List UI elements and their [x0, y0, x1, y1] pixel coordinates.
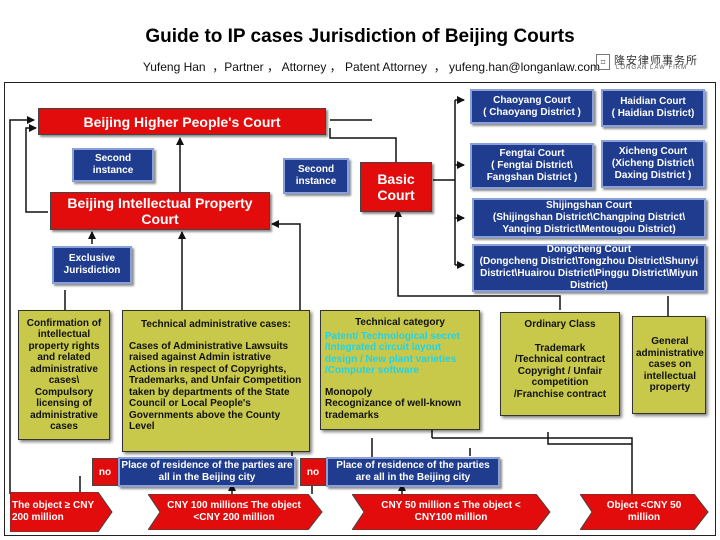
- threshold-arrow-shape-1: [10, 492, 113, 532]
- technical-administrative-body: Cases of Administrative Lawsuits raised …: [129, 340, 302, 433]
- technical-administrative-box: Technical administrative cases: Cases of…: [122, 310, 310, 452]
- author-line: Yufeng Han ，Partner ， Attorney ， Patent …: [142, 60, 600, 74]
- exclusive-jurisdiction-label: Exclusive Jurisdiction: [52, 246, 132, 284]
- fengtai-court: Fengtai Court ( Fengtai District\ Fangsh…: [470, 143, 594, 189]
- residence-condition-left: Place of residence of the parties are al…: [118, 457, 296, 487]
- beijing-higher-peoples-court: Beijing Higher People's Court: [38, 108, 326, 135]
- logo-english-name: LONGAN LAW FIRM: [616, 65, 688, 71]
- technical-administrative-title: Technical administrative cases:: [141, 319, 291, 330]
- haidian-court: Haidian Court ( Haidian District): [601, 89, 705, 127]
- general-administrative-box: General administrative cases on intellec…: [632, 316, 706, 414]
- page-title: Guide to IP cases Jurisdiction of Beijin…: [145, 26, 575, 47]
- threshold-50m-100m: CNY 50 million ≤ The object < CNY100 mil…: [381, 500, 521, 523]
- threshold-arrow-shape-4: [580, 494, 709, 530]
- threshold-under-50m: Object <CNY 50 million: [606, 500, 682, 523]
- basic-court: Basic Court: [360, 162, 432, 212]
- ordinary-class-box: Ordinary Class Trademark /Technical cont…: [500, 312, 620, 416]
- threshold-100m-200m: CNY 100 million≤ The object <CNY 200 mil…: [167, 500, 301, 523]
- shijingshan-court: Shijingshan Court (Shijingshan District\…: [472, 198, 706, 238]
- chaoyang-court: Chaoyang Court ( Chaoyang District ): [470, 89, 594, 124]
- technical-category-title: Technical category: [355, 317, 445, 328]
- confirmation-ip-rights-text: Confirmation of intellectual property ri…: [26, 317, 102, 433]
- technical-category-extra: Monopoly Recognizance of well-known trad…: [325, 386, 462, 421]
- confirmation-ip-rights-box: Confirmation of intellectual property ri…: [18, 310, 110, 440]
- diagram-frame: [4, 82, 716, 536]
- logo-mark-icon: ⌗: [596, 54, 610, 70]
- firm-logo: ⌗ 隆安律师事务所 LONGAN LAW FIRM: [596, 52, 706, 74]
- general-administrative-text: General administrative cases on intellec…: [636, 336, 704, 394]
- beijing-ip-court: Beijing Intellectual Property Court: [50, 192, 270, 230]
- residence-condition-right: Place of residence of the parties are al…: [326, 457, 500, 487]
- technical-category-box: Technical category Patent/ Technological…: [320, 310, 480, 430]
- dongcheng-court: Dongcheng Court (Dongcheng District\Tong…: [472, 244, 706, 292]
- technical-category-items: Patent/ Technological secret /Integrated…: [325, 330, 460, 377]
- ordinary-class-title: Ordinary Class: [524, 319, 596, 330]
- second-instance-label-left: Second instance: [72, 148, 154, 182]
- second-instance-label-right: Second instance: [283, 158, 349, 194]
- no-badge-left: no: [92, 458, 118, 486]
- threshold-arrow-shape-3: [352, 494, 551, 530]
- logo-chinese-name: 隆安律师事务所: [614, 54, 698, 67]
- threshold-over-200m: The object ≥ CNY 200 million: [12, 500, 94, 523]
- xicheng-court: Xicheng Court (Xicheng District\ Daxing …: [601, 140, 705, 188]
- threshold-arrow-shape-2: [148, 494, 323, 530]
- ordinary-class-body: Trademark /Technical contract Copyright …: [513, 342, 607, 400]
- no-badge-right: no: [300, 458, 326, 486]
